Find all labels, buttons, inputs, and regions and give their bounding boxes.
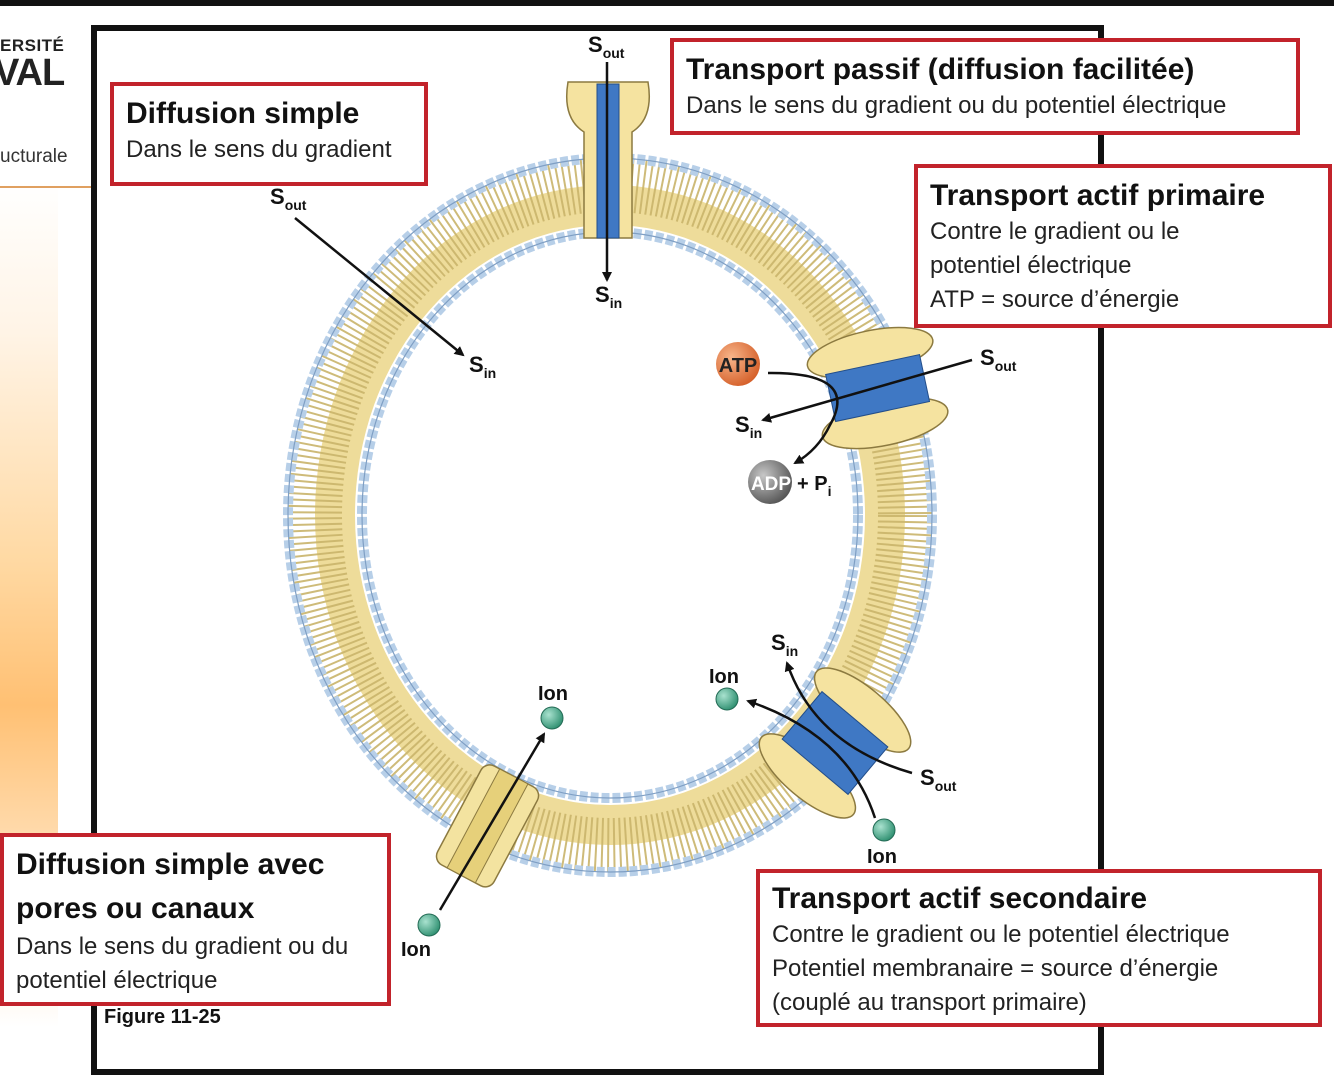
adp-label: ADP	[751, 474, 791, 495]
callout-body-line: ATP = source d’énergie	[930, 286, 1180, 314]
s-in-label-top: Sin	[595, 282, 622, 311]
membrane-diagram: ATP ADP + Pi Sout Sin Sout Sin Sout Sin …	[270, 32, 1017, 961]
callout-diffusion-simple: Diffusion simple Dans le sens du gradien…	[110, 82, 428, 186]
s-out-label-secondary: Sout	[920, 765, 957, 794]
ion-molecule-outside-symport	[872, 818, 896, 842]
top-rule	[0, 0, 1334, 6]
callout-title: Transport passif (diffusion facilitée)	[686, 53, 1195, 86]
callout-body-line: Potentiel membranaire = source d’énergie	[772, 955, 1219, 983]
logo-text-top: ERSITÉ	[0, 36, 65, 55]
atp-hydrolysis-arrow	[767, 371, 839, 465]
ion-molecule-inside-symport	[715, 687, 739, 711]
atp-label: ATP	[719, 355, 758, 377]
logo-subtitle: ucturale	[0, 146, 68, 167]
primary-substrate-arrow	[761, 358, 973, 423]
s-out-label-top: Sout	[588, 32, 625, 61]
s-in-label-primary: Sin	[735, 412, 762, 441]
diffusion-arrow	[294, 217, 465, 357]
s-in-label-diffusion: Sin	[469, 352, 496, 381]
callout-body-line: (couplé au transport primaire)	[772, 989, 1087, 1017]
s-out-label-diffusion: Sout	[270, 184, 307, 213]
atp-molecule	[716, 342, 760, 386]
callout-title: Transport actif secondaire	[772, 882, 1148, 915]
ion-pore-arrow	[438, 732, 546, 911]
callout-actif-secondaire: Transport actif secondaire Contre le gra…	[756, 869, 1322, 1027]
figure-label: Figure 11-25	[104, 1006, 221, 1028]
callout-pores-canaux: Diffusion simple avec pores ou canaux Da…	[0, 833, 391, 1006]
phosphate-label: + Pi	[797, 473, 831, 499]
callout-title: Diffusion simple avec pores ou canaux	[16, 848, 325, 925]
callout-body-line: Dans le sens du gradient	[126, 136, 392, 163]
callout-body-line: Dans le sens du gradient ou du potentiel…	[686, 92, 1227, 119]
substrate-cotransport-arrow	[784, 661, 913, 775]
ion-label-pore-inside: Ion	[538, 683, 568, 705]
callout-actif-primaire: Transport actif primaire Contre le gradi…	[914, 164, 1332, 328]
ion-molecule-outside-pore	[417, 913, 441, 937]
ion-label-pore-outside: Ion	[401, 939, 431, 961]
secondary-transporter-protein	[758, 667, 912, 819]
s-out-label-primary: Sout	[980, 345, 1017, 374]
ion-label-symport-inside: Ion	[709, 666, 739, 688]
callout-body-line: potentiel électrique	[930, 252, 1132, 280]
callout-body-line: Contre le gradient ou le potentiel élect…	[772, 921, 1230, 948]
logo-text: VAL	[0, 52, 65, 94]
primary-pump-protein	[806, 326, 949, 450]
callout-body-line: Contre le gradient ou le	[930, 218, 1180, 245]
logo-divider	[0, 186, 92, 188]
callout-body-line: potentiel électrique	[16, 967, 218, 995]
callout-body-line: Dans le sens du gradient ou du	[16, 933, 349, 960]
adp-molecule	[748, 460, 792, 504]
s-in-label-secondary: Sin	[771, 630, 798, 659]
ion-molecule-inside-pore	[540, 706, 564, 730]
callout-title: Transport actif primaire	[930, 179, 1266, 212]
callout-transport-passif: Transport passif (diffusion facilitée) D…	[670, 38, 1300, 135]
ion-label-symport-outside: Ion	[867, 846, 897, 868]
callout-title: Diffusion simple	[126, 97, 360, 130]
ion-cotransport-arrow	[746, 698, 877, 819]
